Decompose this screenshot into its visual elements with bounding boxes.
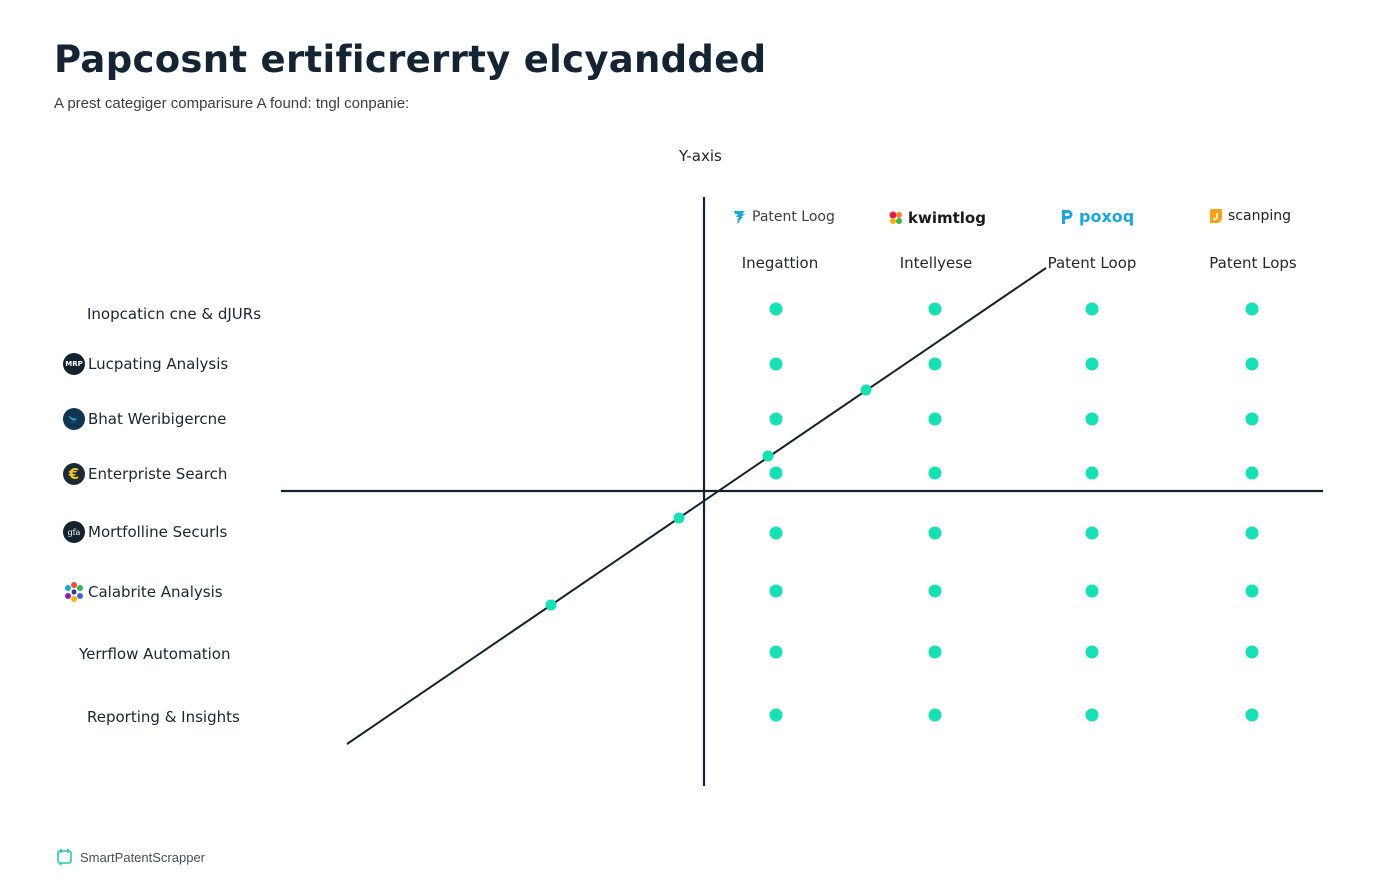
footer-brand-label: SmartPatentScrapper bbox=[80, 849, 206, 865]
row-label-text: Lucpating Analysis bbox=[88, 355, 229, 373]
trend-point bbox=[545, 599, 557, 611]
matrix-dot bbox=[769, 645, 783, 659]
matrix-dot bbox=[1245, 645, 1259, 659]
letter-p-icon bbox=[1062, 209, 1073, 224]
matrix-dots bbox=[769, 302, 1259, 722]
matrix-dot bbox=[1245, 302, 1259, 316]
matrix-dot bbox=[1245, 708, 1259, 722]
flower-cluster-icon bbox=[889, 211, 902, 224]
matrix-dot bbox=[1085, 645, 1099, 659]
y-axis-label: Y-axis bbox=[679, 147, 722, 165]
matrix-dot bbox=[769, 708, 783, 722]
row-label-text: Mortfolline Securls bbox=[88, 523, 228, 541]
row-label-text: Reporting & Insights bbox=[87, 708, 240, 726]
row-label: gfa Mortfolline Securls bbox=[63, 521, 227, 543]
column-brand-label: poxoq bbox=[1079, 207, 1135, 226]
page-subtitle: A prest categiger comparisure A found: t… bbox=[54, 95, 410, 112]
column-brand-kwimtlog: kwimtlog bbox=[888, 209, 986, 227]
page-title: Papcosnt ertificrerrty elcyandded bbox=[54, 38, 767, 81]
matrix-dot bbox=[1085, 708, 1099, 722]
matrix-dot bbox=[1085, 526, 1099, 540]
trend-point bbox=[860, 384, 872, 396]
row-label: Inopcaticn cne & dJURs bbox=[87, 305, 261, 323]
matrix-dot bbox=[769, 584, 783, 598]
scraper-logo-icon bbox=[57, 849, 72, 866]
tornado-icon bbox=[734, 211, 745, 224]
matrix-dot bbox=[1085, 357, 1099, 371]
matrix-dot bbox=[769, 412, 783, 426]
row-label: MRP Lucpating Analysis bbox=[63, 353, 228, 375]
column-brand-patent-loog: Patent Loog bbox=[732, 209, 835, 225]
trend-line-dots bbox=[545, 384, 872, 611]
footer-brand: SmartPatentScrapper bbox=[56, 848, 205, 866]
row-label: Yerrflow Automation bbox=[79, 645, 231, 663]
matrix-dot bbox=[769, 357, 783, 371]
trend-line bbox=[346, 267, 1047, 745]
matrix-dot bbox=[928, 302, 942, 316]
row-label-text: Yerrflow Automation bbox=[79, 645, 231, 663]
matrix-dot bbox=[769, 302, 783, 316]
row-label: Bhat Weribigercne bbox=[63, 408, 226, 430]
row-label-text: Bhat Weribigercne bbox=[88, 410, 227, 428]
matrix-dot bbox=[928, 708, 942, 722]
matrix-dot bbox=[928, 412, 942, 426]
column-label: Patent Lops bbox=[1209, 254, 1297, 272]
matrix-dot bbox=[1085, 302, 1099, 316]
scan-leaf-icon bbox=[1210, 209, 1222, 223]
column-brand-label: Patent Loog bbox=[752, 209, 835, 225]
column-brand-label: scanping bbox=[1228, 208, 1291, 224]
matrix-dot bbox=[769, 466, 783, 480]
matrix-dot bbox=[928, 584, 942, 598]
matrix-dot bbox=[928, 466, 942, 480]
row-label: Reporting & Insights bbox=[87, 708, 240, 726]
matrix-dot bbox=[928, 526, 942, 540]
matrix-dot bbox=[1245, 584, 1259, 598]
column-brand-label: kwimtlog bbox=[908, 209, 986, 227]
mrp-badge-icon: MRP bbox=[63, 353, 85, 375]
column-label: Inegattion bbox=[741, 254, 819, 272]
matrix-dot bbox=[928, 357, 942, 371]
matrix-dot bbox=[1245, 357, 1259, 371]
trend-point bbox=[673, 512, 685, 524]
matrix-dot bbox=[1085, 412, 1099, 426]
bird-icon bbox=[63, 408, 85, 430]
column-brand-scanping: scanping bbox=[1208, 208, 1291, 224]
column-brand-poxoq: poxoq bbox=[1059, 207, 1134, 226]
color-cluster-icon bbox=[63, 581, 85, 603]
matrix-dot bbox=[1245, 526, 1259, 540]
euro-coin-icon: € bbox=[63, 463, 85, 485]
monogram-icon: gfa bbox=[63, 521, 85, 543]
row-label-text: Inopcaticn cne & dJURs bbox=[87, 305, 262, 323]
row-label: € Enterpriste Search bbox=[63, 463, 227, 485]
matrix-dot bbox=[1245, 412, 1259, 426]
trend-point bbox=[762, 450, 774, 462]
matrix-dot bbox=[769, 526, 783, 540]
matrix-dot bbox=[1245, 466, 1259, 480]
matrix-dot bbox=[1085, 584, 1099, 598]
row-label: Calabrite Analysis bbox=[63, 581, 223, 603]
column-label: Patent Loop bbox=[1047, 254, 1137, 272]
matrix-dot bbox=[1085, 466, 1099, 480]
matrix-dot bbox=[928, 645, 942, 659]
row-label-text: Enterpriste Search bbox=[88, 465, 228, 483]
row-label-text: Calabrite Analysis bbox=[88, 583, 223, 601]
column-label: Intellyese bbox=[899, 254, 973, 272]
